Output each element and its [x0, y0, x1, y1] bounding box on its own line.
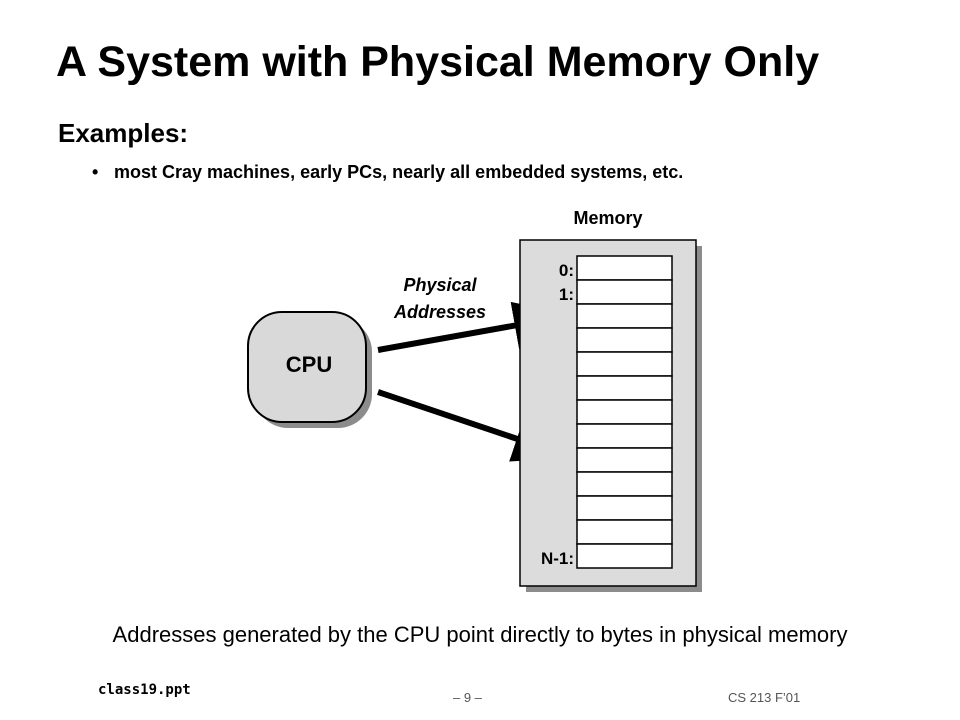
cpu-box: CPU	[247, 311, 372, 428]
slide-title: A System with Physical Memory Only	[56, 38, 820, 86]
memory-box	[519, 239, 702, 592]
memory-cell	[576, 327, 673, 353]
cpu-label: CPU	[286, 352, 332, 377]
memory-label: Memory	[573, 208, 642, 228]
footer-page-number: – 9 –	[453, 690, 482, 705]
memory-cell	[576, 423, 673, 449]
arrow-label-addresses: Addresses	[393, 302, 486, 322]
footer-course: CS 213 F’01	[728, 690, 801, 705]
memory-cell	[576, 495, 673, 521]
memory-cell	[576, 543, 673, 569]
memory-cells	[576, 255, 673, 569]
arrow-label-physical: Physical	[403, 275, 477, 295]
memory-cell	[576, 447, 673, 473]
address-label-n-1: N-1:	[541, 549, 574, 568]
bullet-text: most Cray machines, early PCs, nearly al…	[114, 162, 684, 182]
bullet-dot: •	[92, 162, 99, 182]
footer-filename: class19.ppt	[98, 682, 191, 698]
examples-bullet: • most Cray machines, early PCs, nearly a…	[92, 162, 683, 183]
memory-cell	[576, 471, 673, 497]
memory-cell	[576, 279, 673, 305]
memory-cell	[576, 303, 673, 329]
memory-cell	[576, 255, 673, 281]
examples-heading: Examples:	[58, 118, 189, 148]
memory-cell	[576, 375, 673, 401]
address-label-1: 1:	[559, 285, 574, 304]
address-label-0: 0:	[559, 261, 574, 280]
memory-cell	[576, 351, 673, 377]
memory-cell	[576, 519, 673, 545]
memory-cell	[576, 399, 673, 425]
slide-caption: Addresses generated by the CPU point dir…	[112, 622, 848, 647]
